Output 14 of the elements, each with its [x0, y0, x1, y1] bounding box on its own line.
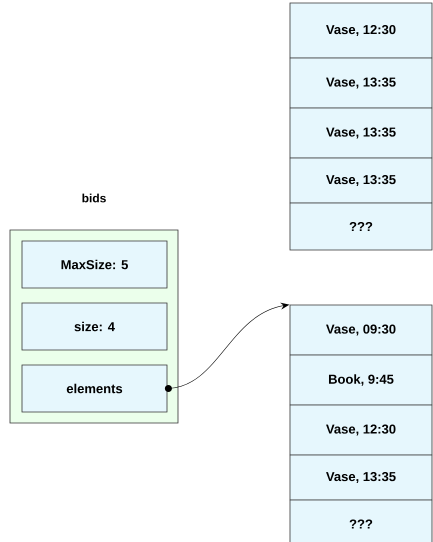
array-cell: ???: [290, 500, 432, 542]
array-cell: Vase, 12:30: [290, 404, 432, 456]
field-box: size: 4: [22, 302, 168, 350]
field-box: elements: [22, 364, 168, 412]
array-cell: ???: [290, 202, 432, 250]
array-cell: Vase, 13:35: [290, 58, 432, 108]
array-cell: Book, 9:45: [290, 354, 432, 406]
array-cell: Vase, 13:35: [290, 158, 432, 204]
node-label: bids: [82, 194, 106, 202]
array-cell: Vase, 12:30: [290, 2, 432, 58]
array-cell: Vase, 13:35: [290, 454, 432, 500]
array-cell: Vase, 09:30: [290, 304, 432, 356]
field-box: MaxSize: 5: [22, 240, 168, 288]
array-cell: Vase, 13:35: [290, 108, 432, 158]
